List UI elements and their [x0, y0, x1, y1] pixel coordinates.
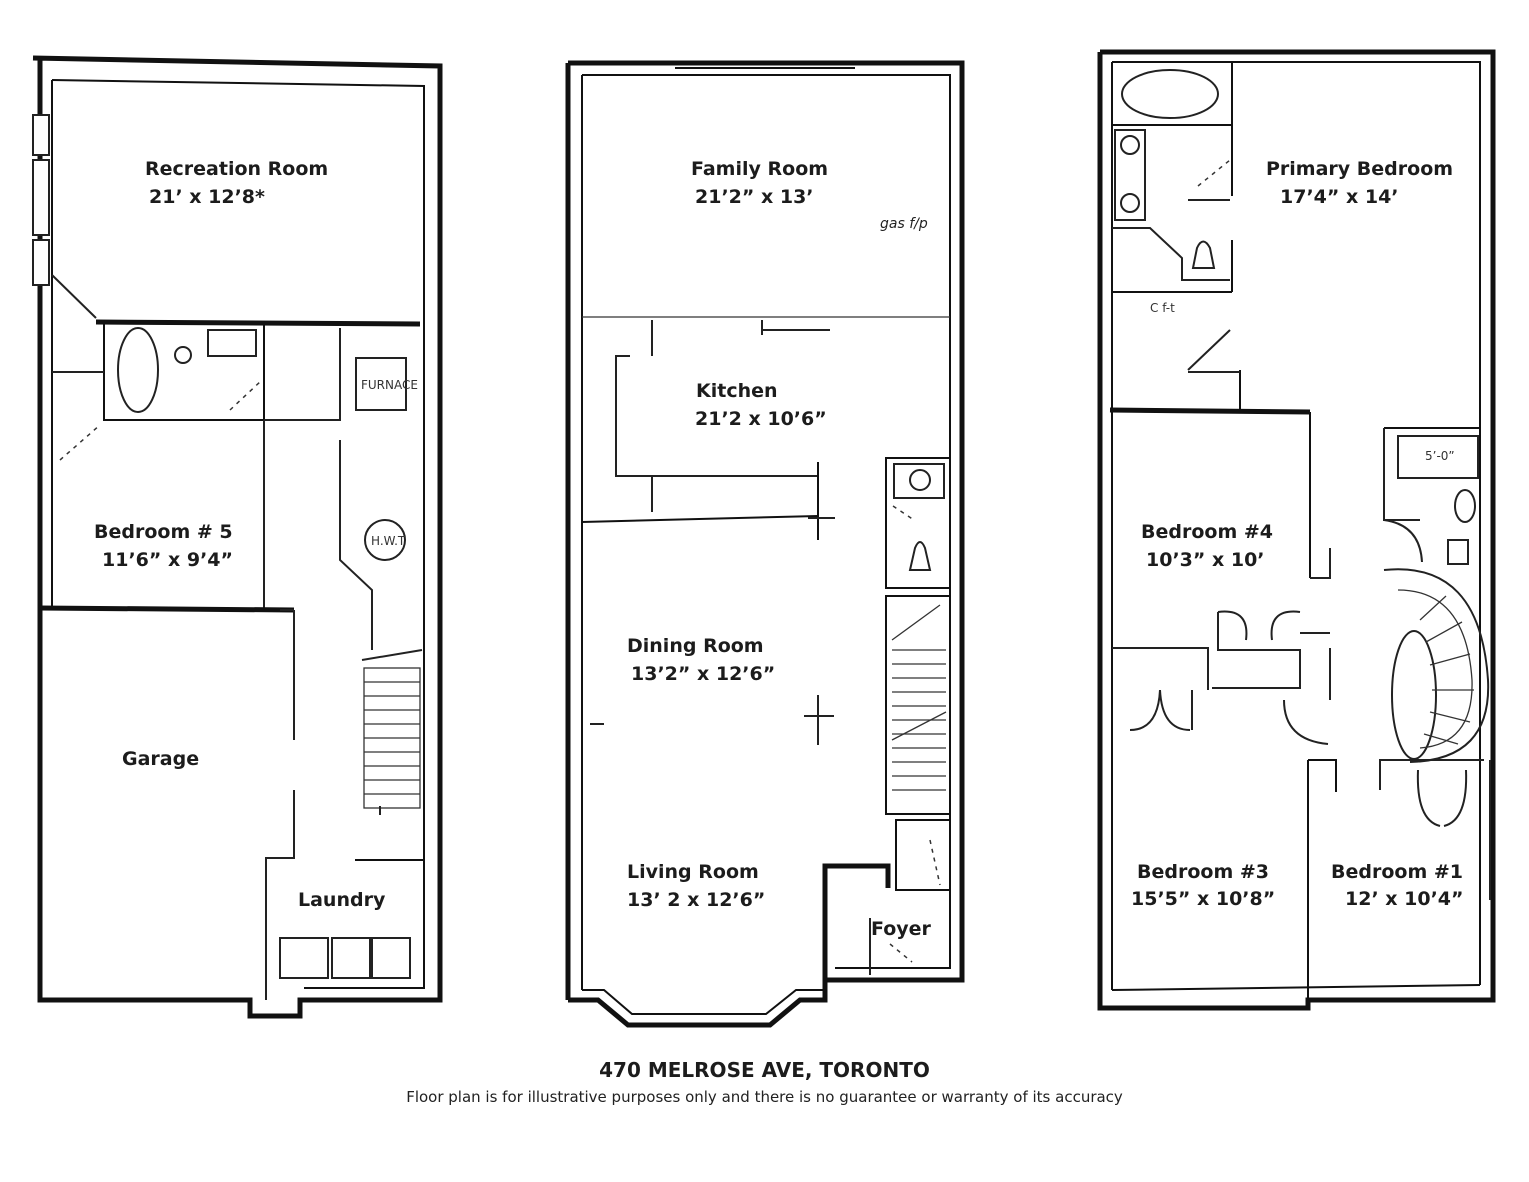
- room-name-bedroom-3: Bedroom #3: [1137, 861, 1269, 883]
- main-floor-stairs: [891, 604, 947, 791]
- room-name-foyer: Foyer: [871, 918, 932, 940]
- accuracy-disclaimer: Floor plan is for illustrative purposes …: [406, 1088, 1123, 1106]
- lower-level-plan: FURNACE H.W.T Recreation Room 21’ x 12’8…: [32, 55, 443, 1019]
- room-name-living-room: Living Room: [627, 861, 759, 883]
- tub-dimension-label: 5’-0”: [1425, 449, 1455, 463]
- room-size-bedroom-4: 10’3” x 10’: [1146, 549, 1265, 571]
- furnace-label: FURNACE: [361, 378, 418, 392]
- room-size-primary-bedroom: 17’4” x 14’: [1280, 186, 1399, 208]
- lower-level-stairs: [363, 667, 421, 809]
- room-size-bedroom-3: 15’5” x 10’8”: [1131, 888, 1275, 910]
- room-size-family-room: 21’2” x 13’: [695, 186, 814, 208]
- room-name-bedroom-5: Bedroom # 5: [94, 521, 233, 543]
- room-name-laundry: Laundry: [298, 889, 386, 911]
- main-floor-plan: Family Room 21’2” x 13’ gas f/p Kitchen …: [565, 60, 965, 1028]
- gas-fireplace-note: gas f/p: [880, 216, 928, 232]
- room-name-primary-bedroom: Primary Bedroom: [1266, 158, 1453, 180]
- hot-water-tank: [364, 519, 406, 561]
- lower-level-inner-wall: [51, 79, 425, 989]
- room-size-living-room: 13’ 2 x 12’6”: [627, 889, 765, 911]
- furnace: [355, 357, 407, 411]
- room-name-garage: Garage: [122, 748, 199, 770]
- lower-level-outer-wall: [32, 55, 443, 1019]
- room-size-recreation-room: 21’ x 12’8*: [149, 186, 265, 208]
- closet-label: C f-t: [1150, 301, 1175, 315]
- property-address-title: 470 MELROSE AVE, TORONTO: [599, 1058, 930, 1082]
- upper-floor-spiral-stair: [1383, 568, 1490, 763]
- room-size-bedroom-5: 11’6” x 9’4”: [102, 549, 233, 571]
- room-size-dining-room: 13’2” x 12’6”: [631, 663, 775, 685]
- room-name-family-room: Family Room: [691, 158, 828, 180]
- hot-water-tank-label: H.W.T: [371, 534, 406, 548]
- room-name-kitchen: Kitchen: [696, 380, 778, 402]
- upper-floor-plan: C f-t 5’-0”: [1097, 49, 1496, 1011]
- room-name-bedroom-4: Bedroom #4: [1141, 521, 1273, 543]
- room-size-bedroom-1: 12’ x 10’4”: [1345, 888, 1464, 910]
- room-name-recreation-room: Recreation Room: [145, 158, 328, 180]
- room-name-dining-room: Dining Room: [627, 635, 764, 657]
- room-name-bedroom-1: Bedroom #1: [1331, 861, 1463, 883]
- room-size-kitchen: 21’2 x 10’6”: [695, 408, 827, 430]
